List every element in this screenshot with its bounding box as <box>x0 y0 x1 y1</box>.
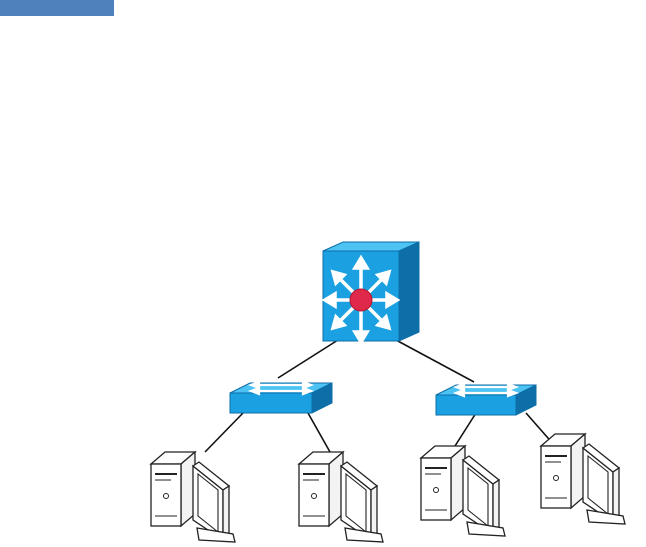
link-switch-left-to-pc-2 <box>307 412 331 453</box>
link-switch-right-to-pc-3 <box>454 412 477 447</box>
link-switch-left-to-pc-1 <box>204 412 244 453</box>
workgroup-switch-icon <box>435 382 537 416</box>
link-core-to-switch-left <box>277 339 339 379</box>
workstation-icon <box>419 444 506 537</box>
workstation-icon <box>539 432 626 525</box>
workstation-icon <box>149 450 236 543</box>
workgroup-switch-icon <box>229 380 333 414</box>
link-core-to-switch-right <box>395 339 475 383</box>
header-accent-bar <box>0 0 114 16</box>
workstation-icon <box>297 450 384 543</box>
layer3-switch-icon <box>321 241 420 346</box>
network-links <box>204 339 556 453</box>
routing-core-dot <box>349 288 373 312</box>
